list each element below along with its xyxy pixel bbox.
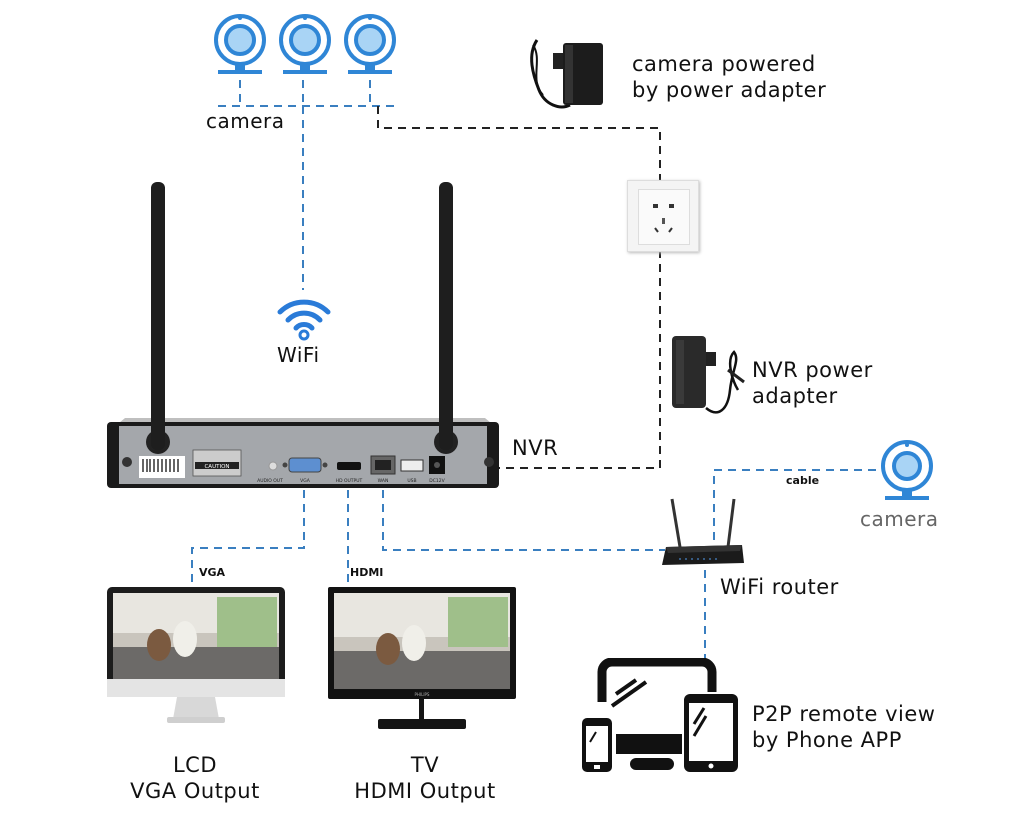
cable-camera-label: camera xyxy=(860,507,939,531)
caution-text: CAUTION xyxy=(204,464,229,470)
nvr-power-line xyxy=(440,250,661,469)
antenna-right xyxy=(439,182,453,452)
camera-icon xyxy=(344,14,396,74)
wan-line xyxy=(382,490,665,551)
nvr-power-adapter-image xyxy=(668,330,748,425)
wifi-icon xyxy=(276,296,332,342)
camera-adapter-label-2: by power adapter xyxy=(632,78,827,102)
socket-holes-icon xyxy=(653,204,674,233)
multi-device-icon xyxy=(578,657,742,774)
camera-icon xyxy=(214,14,266,74)
camera-power-line xyxy=(377,106,661,180)
camera-power-adapter-image xyxy=(525,35,605,120)
tv-label-1: TV xyxy=(410,753,440,777)
tv-label-2: HDMI Output xyxy=(354,779,496,803)
svg-text:HD OUTPUT: HD OUTPUT xyxy=(336,478,363,484)
antenna-left xyxy=(151,182,165,452)
p2p-label-1: P2P remote view xyxy=(752,702,936,726)
lcd-label-1: LCD xyxy=(172,753,218,777)
svg-text:USB: USB xyxy=(407,478,416,484)
top-cameras xyxy=(205,12,405,82)
lcd-monitor-image xyxy=(107,587,285,729)
cable-label: cable xyxy=(786,474,820,487)
nvr-adapter-label-2: adapter xyxy=(752,384,838,408)
nvr-adapter-label-1: NVR power xyxy=(752,358,873,382)
tv-brand: PHILIPS xyxy=(415,692,430,697)
vga-connection-label: VGA xyxy=(199,566,226,579)
hdmi-connection-label: HDMI xyxy=(350,566,384,579)
wifi-label: WiFi xyxy=(277,343,320,367)
svg-text:DC12V: DC12V xyxy=(429,478,445,484)
wifi-router-image xyxy=(658,495,748,571)
tv-monitor-image: PHILIPS xyxy=(328,587,516,733)
svg-text:WAN: WAN xyxy=(378,478,389,484)
router-label: WiFi router xyxy=(720,575,839,599)
cable-camera-line xyxy=(713,469,880,540)
p2p-label-2: by Phone APP xyxy=(752,728,902,752)
nvr-label: NVR xyxy=(512,436,559,460)
cable-camera-icon xyxy=(876,440,938,502)
lcd-label-2: VGA Output xyxy=(130,779,260,803)
nvr-device: CAUTION AUDIO OUT VGA HD OUTPUT WAN USB … xyxy=(105,180,505,490)
svg-text:AUDIO OUT: AUDIO OUT xyxy=(257,478,283,484)
camera-adapter-label-1: camera powered xyxy=(632,52,816,76)
top-camera-label: camera xyxy=(206,109,285,133)
vga-line xyxy=(191,490,305,590)
wall-socket xyxy=(627,180,699,252)
camera-icon xyxy=(279,14,331,74)
svg-text:VGA: VGA xyxy=(300,478,311,484)
